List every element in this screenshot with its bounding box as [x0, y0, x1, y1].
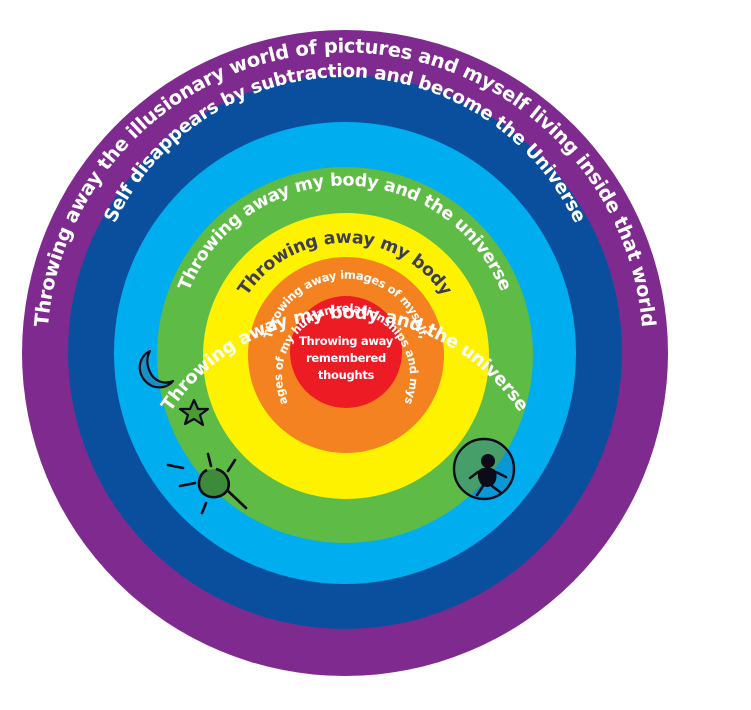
- sun-icon: [166, 452, 248, 515]
- center-label-line3: thoughts: [318, 368, 375, 382]
- moon-icon: [138, 349, 175, 389]
- center-circle: [290, 296, 402, 408]
- figure-in-circle-icon: [452, 437, 516, 501]
- center-label-line2: remembered: [306, 351, 386, 365]
- star-icon: [178, 398, 210, 427]
- center-label-line1: Throwing away: [299, 334, 394, 348]
